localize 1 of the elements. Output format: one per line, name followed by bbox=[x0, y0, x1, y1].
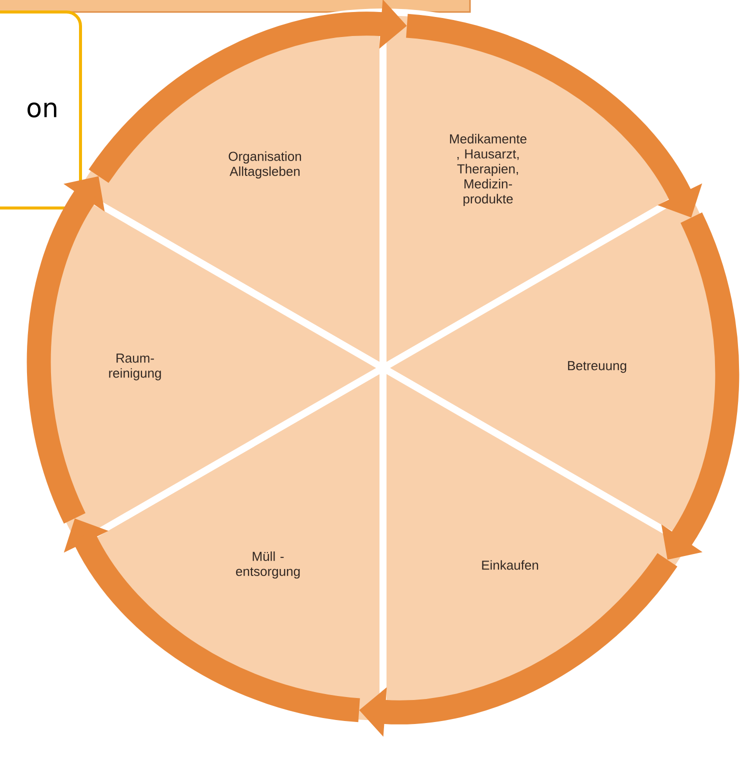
text-box: on bbox=[0, 10, 82, 210]
